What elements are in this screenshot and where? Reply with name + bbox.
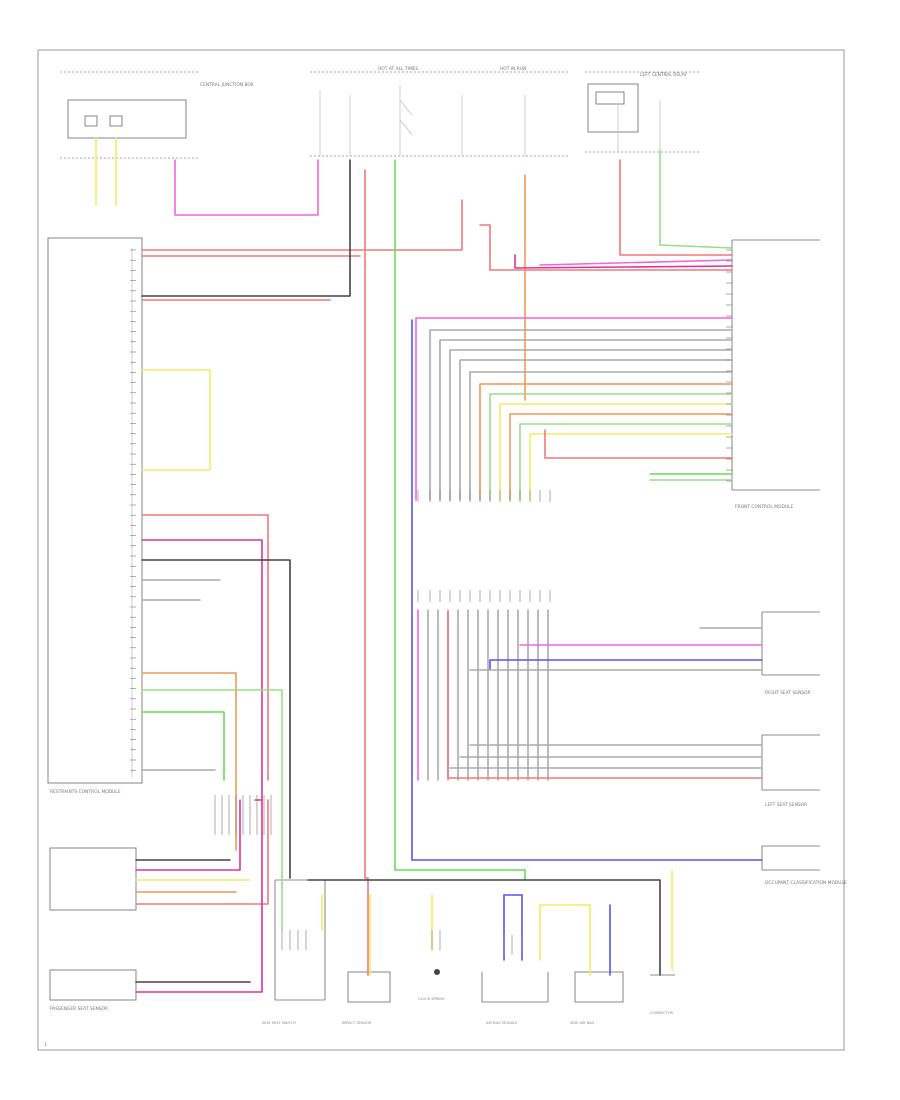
page-number: 1 <box>44 1042 47 1048</box>
wire-pink-right <box>539 259 733 266</box>
pin-tick-layer <box>130 249 732 955</box>
label-bottom-5: SIDE AIR BAG <box>570 1021 595 1025</box>
wire-red-main <box>141 514 269 781</box>
wire-magenta-main <box>141 539 263 801</box>
wire-right-module-pin-9 <box>509 413 733 501</box>
wire-red-top-1 <box>141 199 463 251</box>
side-airbag-box <box>574 971 624 1003</box>
label-bottom-1: SEAT BELT SWITCH <box>262 1021 296 1025</box>
wire-yellow-main-1 <box>141 369 211 471</box>
top-junction-area: CENTRAL JUNCTION BOX HOT AT ALL TIMES HO… <box>60 66 700 159</box>
wire-right-module-pin-11 <box>529 433 733 501</box>
wire-right-module-pin-3 <box>449 349 733 501</box>
wire-green-main <box>141 711 225 781</box>
relay-coil <box>595 91 625 105</box>
wire-pink-bundle <box>415 317 733 501</box>
occupant-module: OCCUPANT CLASSIFICATION MODULE <box>761 845 847 886</box>
wire-right-module-pin-5 <box>469 371 733 501</box>
wire-right-module-pin-2 <box>439 339 733 501</box>
wire-pink-top <box>174 159 319 216</box>
main-module-box <box>47 237 143 784</box>
label-occupant-module: OCCUPANT CLASSIFICATION MODULE <box>765 880 847 886</box>
wire-red-center <box>364 169 369 976</box>
wire-magenta-right <box>514 254 733 269</box>
front-control-module: FRONT CONTROL MODULE <box>731 239 820 510</box>
label-bottom-6: CONNECTOR <box>650 1011 674 1015</box>
wire-dark-top <box>141 159 351 297</box>
right-seat-sensor: RIGHT SEAT SENSOR <box>761 611 820 696</box>
wire-ps-2 <box>135 799 241 871</box>
passenger-sensor-connector <box>49 969 137 1001</box>
relay-box-right <box>587 83 639 133</box>
wire-ls-4 <box>447 611 763 779</box>
wire-right-module-pin-6 <box>479 383 733 501</box>
wire-rs-3 <box>489 659 763 671</box>
label-left-seat-sensor: LEFT SEAT SENSOR <box>765 802 807 808</box>
wire-right-module-pin-4 <box>459 359 733 501</box>
wire-right-module-pin-7 <box>489 393 733 501</box>
wire-layer <box>95 137 763 993</box>
diagram-frame <box>37 49 845 1051</box>
label-bottom-3: CLOCK SPRING <box>418 997 445 1001</box>
wire-right-module-pin-10 <box>519 423 733 501</box>
label-front-control-module: FRONT CONTROL MODULE <box>735 504 794 510</box>
wire-bottom-dark <box>307 879 661 976</box>
label-bottom-2: IMPACT SENSOR <box>342 1021 372 1025</box>
passenger-sensor-box <box>49 847 137 911</box>
wire-ps-5 <box>135 799 269 905</box>
label-passenger-sensor: PASSENGER SEAT SENSOR <box>50 1006 108 1012</box>
wire-red-right-1 <box>479 224 733 271</box>
wire-green-center <box>394 159 526 881</box>
wire-right-module-pin-1 <box>429 329 733 501</box>
wire-orange-main <box>141 672 237 851</box>
bottom-components: SEAT BELT SWITCH IMPACT SENSOR CLOCK SPR… <box>262 879 675 1025</box>
label-central-junction-box: CENTRAL JUNCTION BOX <box>200 82 254 88</box>
wire-lightgreen-main <box>141 689 283 881</box>
clock-spring-ground <box>434 969 440 975</box>
label-left-central-relay: LEFT CENTRAL RELAY <box>640 72 687 78</box>
fuse-left-1 <box>84 115 98 127</box>
label-right-seat-sensor: RIGHT SEAT SENSOR <box>765 690 811 696</box>
impact-sensor-box <box>347 971 391 1003</box>
left-seat-sensor: LEFT SEAT SENSOR <box>761 734 820 808</box>
wire-red-right-bottom <box>544 429 733 459</box>
fuse-left-2 <box>109 115 123 127</box>
wire-red-to-left-relay <box>619 159 733 256</box>
label-hot-in-run: HOT IN RUN <box>500 66 526 72</box>
fuse-box-left <box>67 99 187 139</box>
wire-green-relay <box>659 149 733 249</box>
label-main-module: RESTRAINTS CONTROL MODULE <box>50 789 121 795</box>
wire-occupant-blue <box>411 319 763 861</box>
label-bottom-4: AIR BAG MODULE <box>486 1021 518 1025</box>
wire-ps-bottom-2 <box>135 799 263 993</box>
label-hot-at-all-times: HOT AT ALL TIMES <box>378 66 418 72</box>
wire-dark-main <box>141 559 291 879</box>
wire-right-module-pin-8 <box>499 403 733 501</box>
